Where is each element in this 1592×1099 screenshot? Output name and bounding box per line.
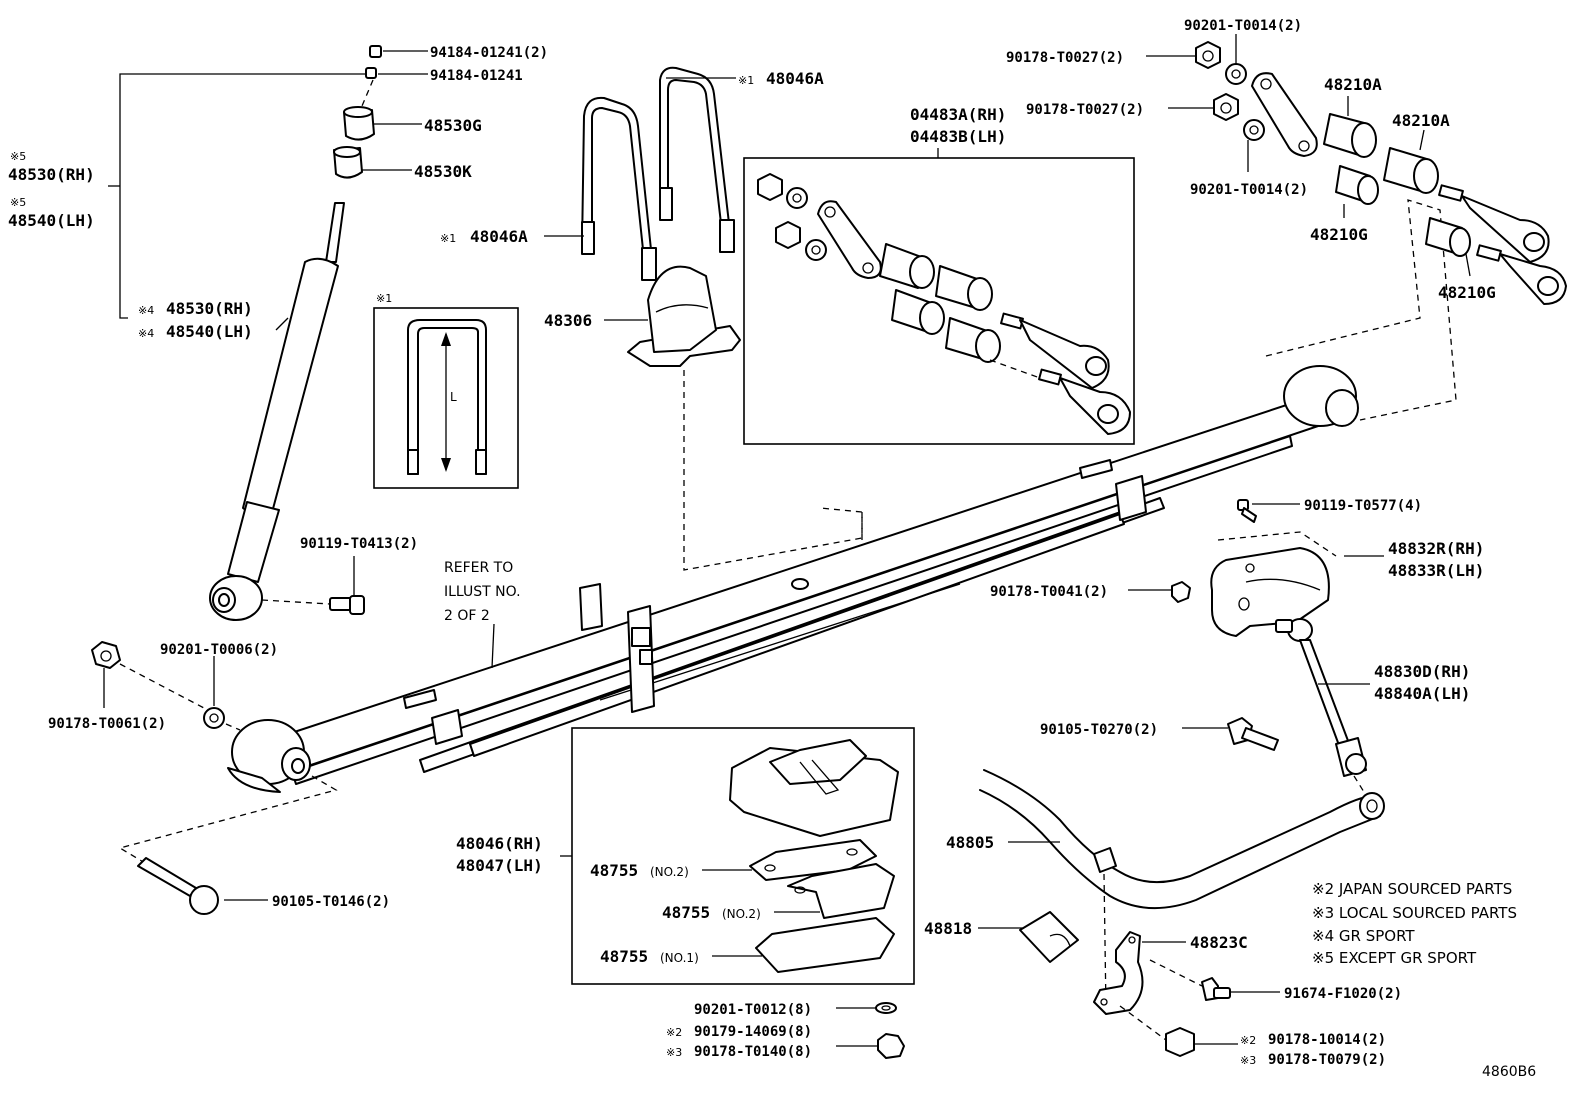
label-90201-t0012: 90201-T0012(8) [694,1002,812,1018]
note-local-sourced: ※3 LOCAL SOURCED PARTS [1312,904,1517,922]
label-48046-rh: 48046(RH) [456,834,543,853]
label-48832r-rh: 48832R(RH) [1388,539,1484,558]
u-bolt-nuts [875,1002,905,1059]
refer-line-3: 2 OF 2 [444,608,490,624]
label-90119-t0413: 90119-T0413(2) [300,536,418,552]
label-48805: 48805 [946,833,994,852]
label-90178-t0027-b: 90178-T0027(2) [1026,102,1144,118]
label-48046a-top: 48046A [766,69,824,88]
label-48047-lh: 48047(LH) [456,856,543,875]
legend-notes: ※2 JAPAN SOURCED PARTS ※3 LOCAL SOURCED … [1312,880,1517,967]
label-90178-t0041: 90178-T0041(2) [990,584,1108,600]
shock-group-bracket [108,73,375,319]
label-48840a-lh: 48840A(LH) [1374,684,1470,703]
label-48540-lh: 48540(LH) [8,211,95,230]
label-48210a-b: 48210A [1392,111,1450,130]
label-90178-t0079: 90178-T0079(2) [1268,1052,1386,1068]
marker-x1-c: ※1 [376,292,392,305]
label-48210g-a: 48210G [1310,225,1368,244]
label-90201-t0006: 90201-T0006(2) [160,642,278,658]
label-90178-t0027-a: 90178-T0027(2) [1006,50,1124,66]
u-bolt-length-inset [373,307,519,489]
front-eye-hardware [91,641,241,915]
figure-code: 4860B6 [1482,1064,1536,1080]
label-48306: 48306 [544,311,592,330]
label-90178-t0140: 90178-T0140(8) [694,1044,812,1060]
stabilizer-bar [979,769,1385,1057]
label-48210g-b: 48210G [1438,283,1496,302]
label-04483a-rh: 04483A(RH) [910,105,1006,124]
label-48530-rh: 48530(RH) [8,165,95,184]
dimension-l: L [450,390,457,404]
note-japan-sourced: ※2 JAPAN SOURCED PARTS [1312,880,1512,898]
spring-pad-box [571,727,915,985]
label-48755-no2-a: 48755 [590,861,638,880]
note-gr-sport: ※4 GR SPORT [1312,927,1415,945]
label-48530g: 48530G [424,116,482,135]
spring-bumper [627,265,863,571]
label-90178-10014: 90178-10014(2) [1268,1032,1386,1048]
label-48818: 48818 [924,919,972,938]
label-90201-t0014-mid: 90201-T0014(2) [1190,182,1308,198]
marker-x3-a: ※3 [666,1046,682,1059]
refer-line-1: REFER TO [444,560,513,576]
marker-x4-a: ※4 [138,304,154,317]
label-90105-t0270: 90105-T0270(2) [1040,722,1158,738]
stabilizer-bracket-link [1171,499,1367,777]
marker-x2-b: ※2 [1240,1034,1256,1047]
leaf-spring [118,199,1457,867]
label-90119-t0577: 90119-T0577(4) [1304,498,1422,514]
label-48530-rh-gr: 48530(RH) [166,299,253,318]
label-48830d-rh: 48830D(RH) [1374,662,1470,681]
label-48210a-a: 48210A [1324,75,1382,94]
label-04483b-lh: 04483B(LH) [910,127,1006,146]
label-90179-14069: 90179-14069(8) [694,1024,812,1040]
label-48540-lh-gr: 48540(LH) [166,322,253,341]
label-48823c: 48823C [1190,933,1248,952]
part-labels: 94184-01241(2) 94184-01241 48530G 48530K… [8,18,1496,1068]
note-except-gr-sport: ※5 EXCEPT GR SPORT [1312,949,1477,967]
refer-line-2: ILLUST NO. [444,584,521,600]
marker-x2-a: ※2 [666,1026,682,1039]
marker-x5-b: ※5 [10,196,26,209]
note-no2-a: (NO.2) [650,865,689,879]
note-no2-b: (NO.2) [722,907,761,921]
label-48530k: 48530K [414,162,472,181]
marker-x5-a: ※5 [10,150,26,163]
marker-x4-b: ※4 [138,327,154,340]
rear-shackle-parts [1195,41,1567,305]
label-48755-no1: 48755 [600,947,648,966]
label-94184-01241-2: 94184-01241(2) [430,45,548,61]
label-90178-t0061: 90178-T0061(2) [48,716,166,732]
u-bolts [581,66,735,281]
marker-x1-a: ※1 [738,74,754,87]
marker-x3-b: ※3 [1240,1054,1256,1067]
label-94184-01241: 94184-01241 [430,68,523,84]
label-48046a-left: 48046A [470,227,528,246]
label-90201-t0014-top: 90201-T0014(2) [1184,18,1302,34]
label-48755-no2-b: 48755 [662,903,710,922]
shock-absorber [209,45,382,621]
leader-lines [103,34,1471,1047]
label-48833r-lh: 48833R(LH) [1388,561,1484,580]
marker-x1-b: ※1 [440,232,456,245]
label-90105-t0146: 90105-T0146(2) [272,894,390,910]
label-91674-f1020: 91674-F1020(2) [1284,986,1402,1002]
shackle-kit-box [743,148,1135,445]
note-no1: (NO.1) [660,951,699,965]
